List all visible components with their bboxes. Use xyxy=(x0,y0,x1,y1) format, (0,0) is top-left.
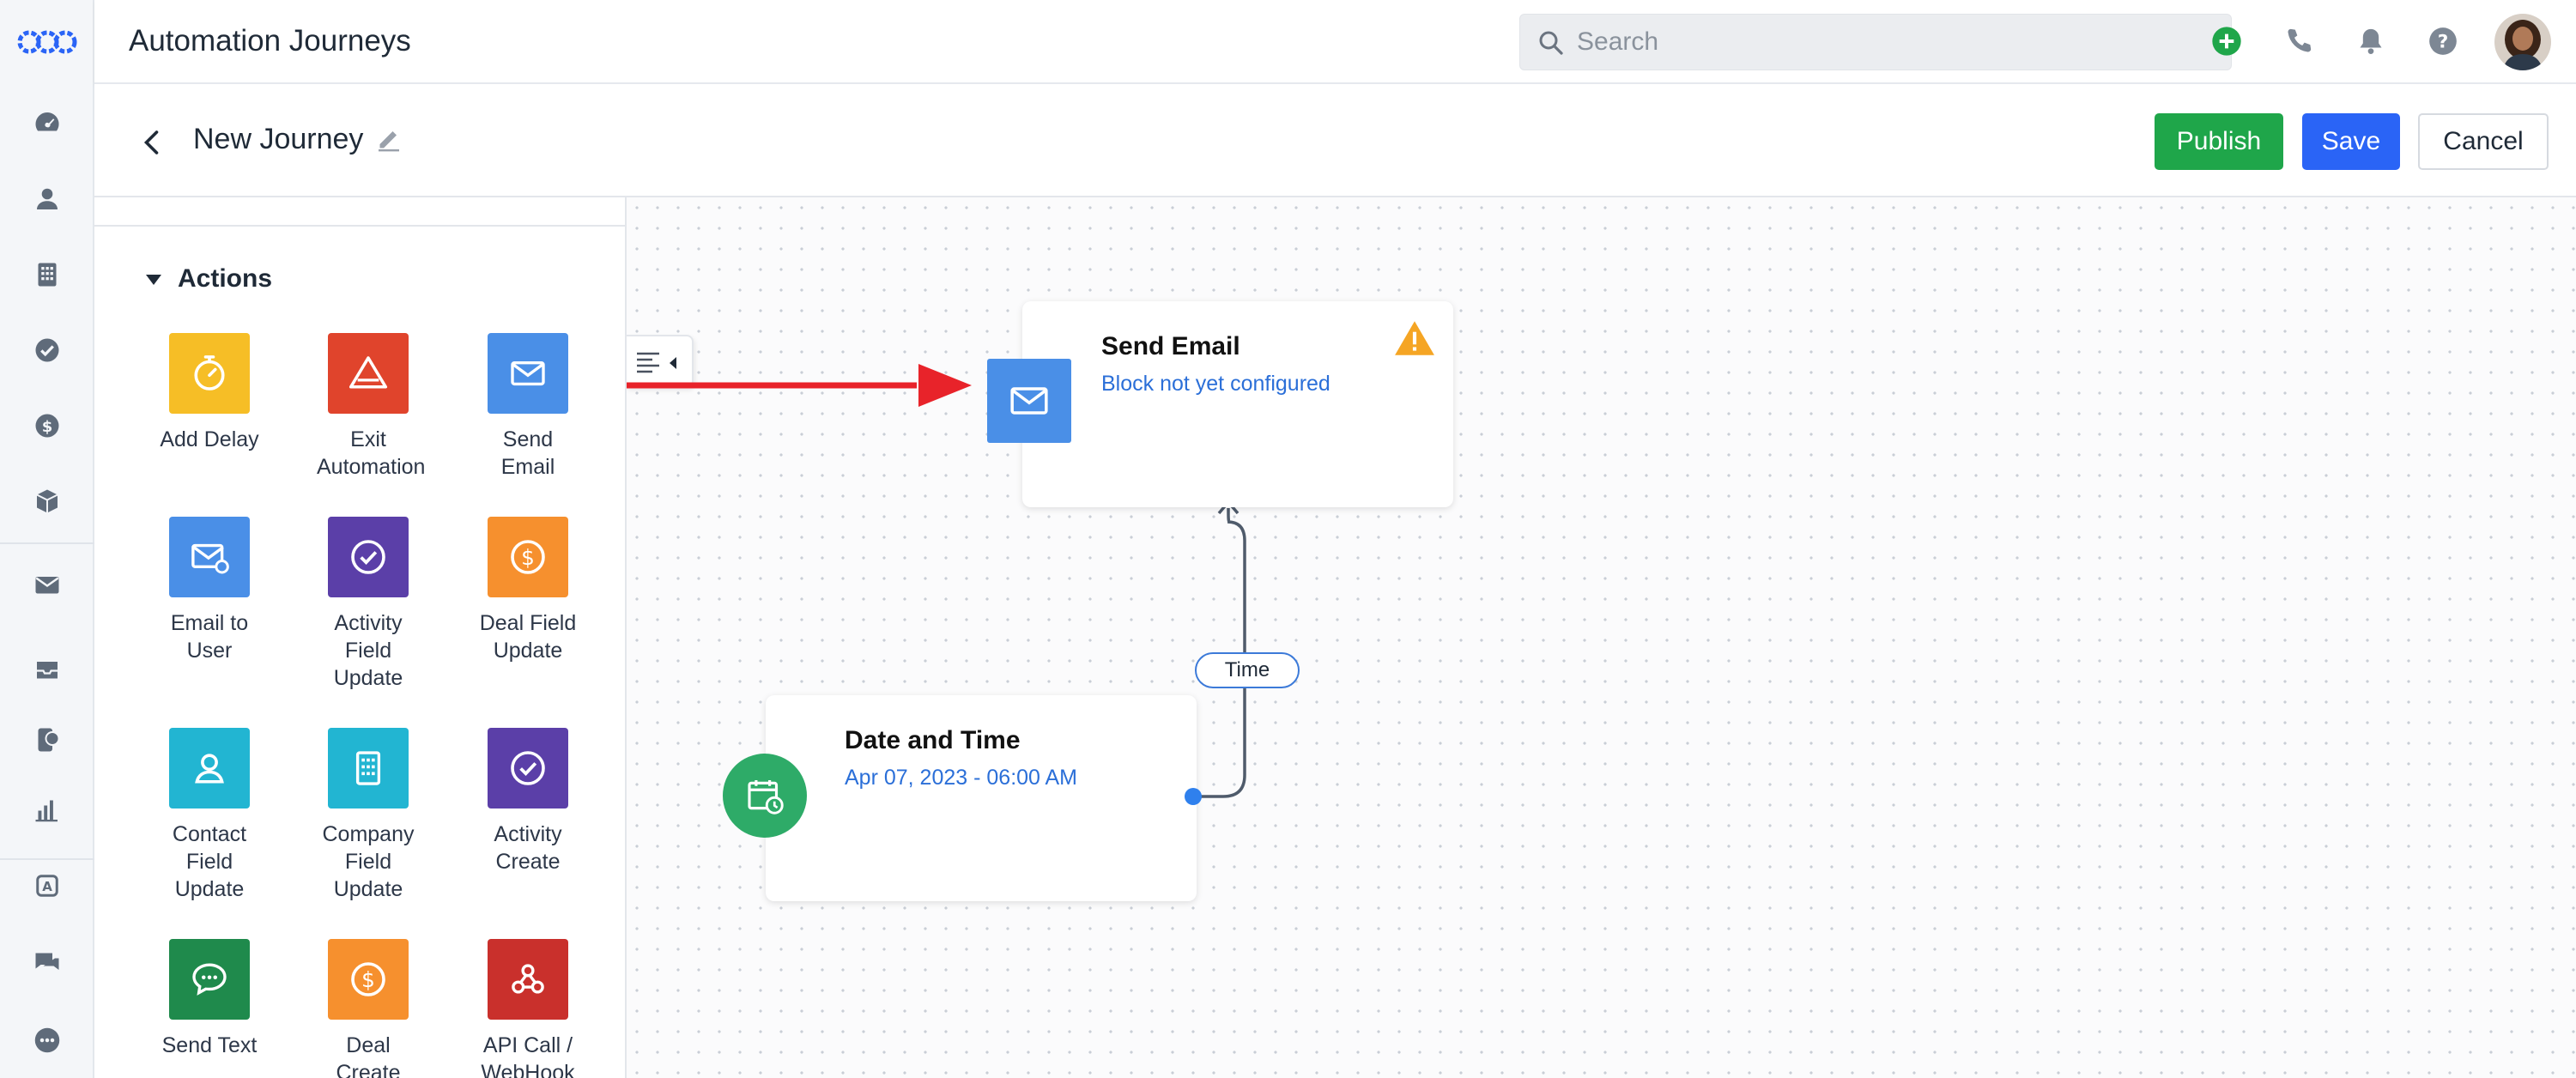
tile-send-text[interactable]: Send Text xyxy=(132,939,287,1059)
dollar-circle-icon: $ xyxy=(488,517,568,597)
journey-header: New Journey Publish Save Cancel xyxy=(94,84,2576,197)
tile-activity-create[interactable]: Activity Create xyxy=(451,728,605,875)
trigger-node-title: Date and Time xyxy=(845,726,1021,754)
tile-deal-field-update[interactable]: $ Deal Field Update xyxy=(451,517,605,664)
tile-label: Company Field Update xyxy=(322,822,415,901)
automation-icon[interactable]: A xyxy=(26,864,69,907)
app-logo-icon[interactable] xyxy=(15,19,80,65)
reports-bar-chart-icon[interactable] xyxy=(26,788,69,831)
search-icon xyxy=(1539,31,1563,55)
tile-label: Email to User xyxy=(170,611,249,663)
tile-deal-create[interactable]: $ Deal Create xyxy=(291,939,445,1078)
nav-rail: $ A xyxy=(0,0,94,1078)
check-circle-icon xyxy=(488,728,568,808)
back-chevron-icon[interactable] xyxy=(137,125,168,160)
dashboard-gauge-icon[interactable] xyxy=(26,101,69,144)
connector-lines xyxy=(627,364,1246,798)
svg-text:$: $ xyxy=(42,418,53,436)
activities-check-icon[interactable] xyxy=(26,329,69,372)
cancel-button[interactable]: Cancel xyxy=(2418,113,2549,170)
tile-email-to-user[interactable]: Email to User xyxy=(132,517,287,664)
quick-add-plus-icon[interactable] xyxy=(2208,22,2246,60)
conversations-chat-icon[interactable] xyxy=(26,941,69,984)
journey-name: New Journey xyxy=(193,123,364,155)
user-avatar[interactable] xyxy=(2494,14,2551,70)
journey-canvas[interactable]: Send Email Block not yet configured Time… xyxy=(627,197,2576,1078)
tile-label: Add Delay xyxy=(160,427,259,451)
warning-triangle-icon xyxy=(328,333,409,414)
connection-port[interactable] xyxy=(1185,788,1202,805)
stopwatch-icon xyxy=(169,333,250,414)
tile-label: Contact Field Update xyxy=(172,822,247,901)
block-palette: Actions Add Delay Exit Automation Send E… xyxy=(94,197,627,1078)
tile-api-call-webhook[interactable]: API Call / WebHook xyxy=(451,939,605,1078)
annotation-arrow-head xyxy=(918,364,972,407)
email-envelope-icon[interactable] xyxy=(26,563,69,606)
rail-divider xyxy=(0,542,94,544)
search-input[interactable] xyxy=(1575,21,2210,63)
envelope-icon xyxy=(987,359,1071,443)
collapse-palette-toggle[interactable] xyxy=(627,335,694,388)
actions-section-title[interactable]: Actions xyxy=(178,264,273,293)
companies-building-icon[interactable] xyxy=(26,253,69,296)
tile-label: Send Email xyxy=(500,427,555,479)
list-collapse-icon xyxy=(637,352,676,373)
tile-add-delay[interactable]: Add Delay xyxy=(132,333,287,453)
person-icon xyxy=(169,728,250,808)
phone-icon[interactable] xyxy=(2280,22,2318,60)
send-email-node-title: Send Email xyxy=(1101,332,1240,360)
publish-button[interactable]: Publish xyxy=(2155,113,2283,170)
search-box[interactable] xyxy=(1519,14,2232,70)
help-question-icon[interactable]: ? xyxy=(2424,22,2462,60)
tile-label: Send Text xyxy=(161,1033,258,1057)
tile-activity-field-update[interactable]: Activity Field Update xyxy=(291,517,445,692)
tile-exit-automation[interactable]: Exit Automation xyxy=(291,333,445,481)
more-options-icon[interactable] xyxy=(26,1019,69,1062)
phone-chat-icon[interactable] xyxy=(26,718,69,761)
connector-time-label[interactable]: Time xyxy=(1195,652,1300,688)
notifications-bell-icon[interactable] xyxy=(2352,22,2390,60)
tile-label: Activity Field Update xyxy=(333,611,403,690)
tile-label: Deal Create xyxy=(336,1033,401,1078)
palette-divider xyxy=(94,225,625,227)
warning-icon[interactable] xyxy=(1393,318,1436,358)
building-icon xyxy=(328,728,409,808)
chat-bubble-icon xyxy=(169,939,250,1020)
app-title: Automation Journeys xyxy=(129,24,411,58)
trigger-node-value: Apr 07, 2023 - 06:00 AM xyxy=(845,766,1078,790)
calendar-clock-icon xyxy=(723,754,807,838)
tile-label: Activity Create xyxy=(494,822,562,874)
inbox-tray-icon[interactable] xyxy=(26,648,69,691)
dollar-circle-icon: $ xyxy=(328,939,409,1020)
contacts-person-icon[interactable] xyxy=(26,178,69,221)
check-circle-icon xyxy=(328,517,409,597)
tile-company-field-update[interactable]: Company Field Update xyxy=(291,728,445,903)
top-bar: Automation Journeys ? xyxy=(94,0,2576,84)
svg-text:A: A xyxy=(42,879,52,894)
tile-send-email[interactable]: Send Email xyxy=(451,333,605,481)
deals-dollar-icon[interactable]: $ xyxy=(26,404,69,447)
tile-label: Exit Automation xyxy=(317,427,426,479)
caret-down-icon[interactable] xyxy=(144,273,163,287)
tile-label: API Call / WebHook xyxy=(481,1033,575,1078)
send-email-node[interactable]: Send Email Block not yet configured xyxy=(1022,301,1453,507)
webhook-icon xyxy=(488,939,568,1020)
products-box-icon[interactable] xyxy=(26,480,69,523)
svg-text:?: ? xyxy=(2438,32,2449,53)
send-email-node-status: Block not yet configured xyxy=(1101,372,1330,396)
date-time-trigger-node[interactable]: Date and Time Apr 07, 2023 - 06:00 AM xyxy=(766,695,1197,901)
envelope-user-icon xyxy=(169,517,250,597)
tile-contact-field-update[interactable]: Contact Field Update xyxy=(132,728,287,903)
tile-label: Deal Field Update xyxy=(479,611,577,663)
svg-text:$: $ xyxy=(521,545,535,570)
svg-text:$: $ xyxy=(361,967,375,992)
save-button[interactable]: Save xyxy=(2302,113,2400,170)
rail-divider xyxy=(0,858,94,860)
envelope-icon xyxy=(488,333,568,414)
edit-pencil-icon[interactable] xyxy=(373,124,404,154)
